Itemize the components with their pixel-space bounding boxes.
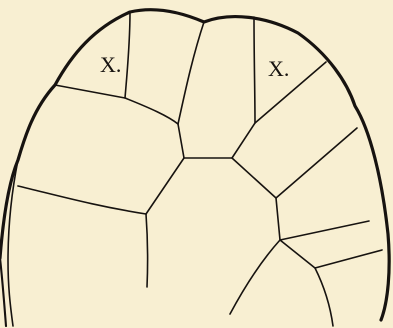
right-x-label: X. <box>268 56 289 81</box>
right-upper-partition <box>232 17 255 158</box>
central-diagonal <box>146 158 184 214</box>
lower-right-stalk <box>230 240 280 314</box>
left-middle-partition <box>125 98 178 124</box>
left-lower-chamber <box>18 186 146 214</box>
center-cell-bottom <box>178 124 232 158</box>
right-middle-boundary <box>232 128 357 198</box>
bottom-center-stalk <box>146 214 148 287</box>
left-x-label: X. <box>100 52 121 77</box>
right-lower-boundary <box>276 198 369 240</box>
top-middle-partition <box>178 22 204 124</box>
left-outer-extension <box>0 258 6 326</box>
right-bottom-boundary <box>280 240 382 268</box>
right-cap-boundary <box>255 62 326 123</box>
bottom-right-stalk <box>315 268 333 326</box>
